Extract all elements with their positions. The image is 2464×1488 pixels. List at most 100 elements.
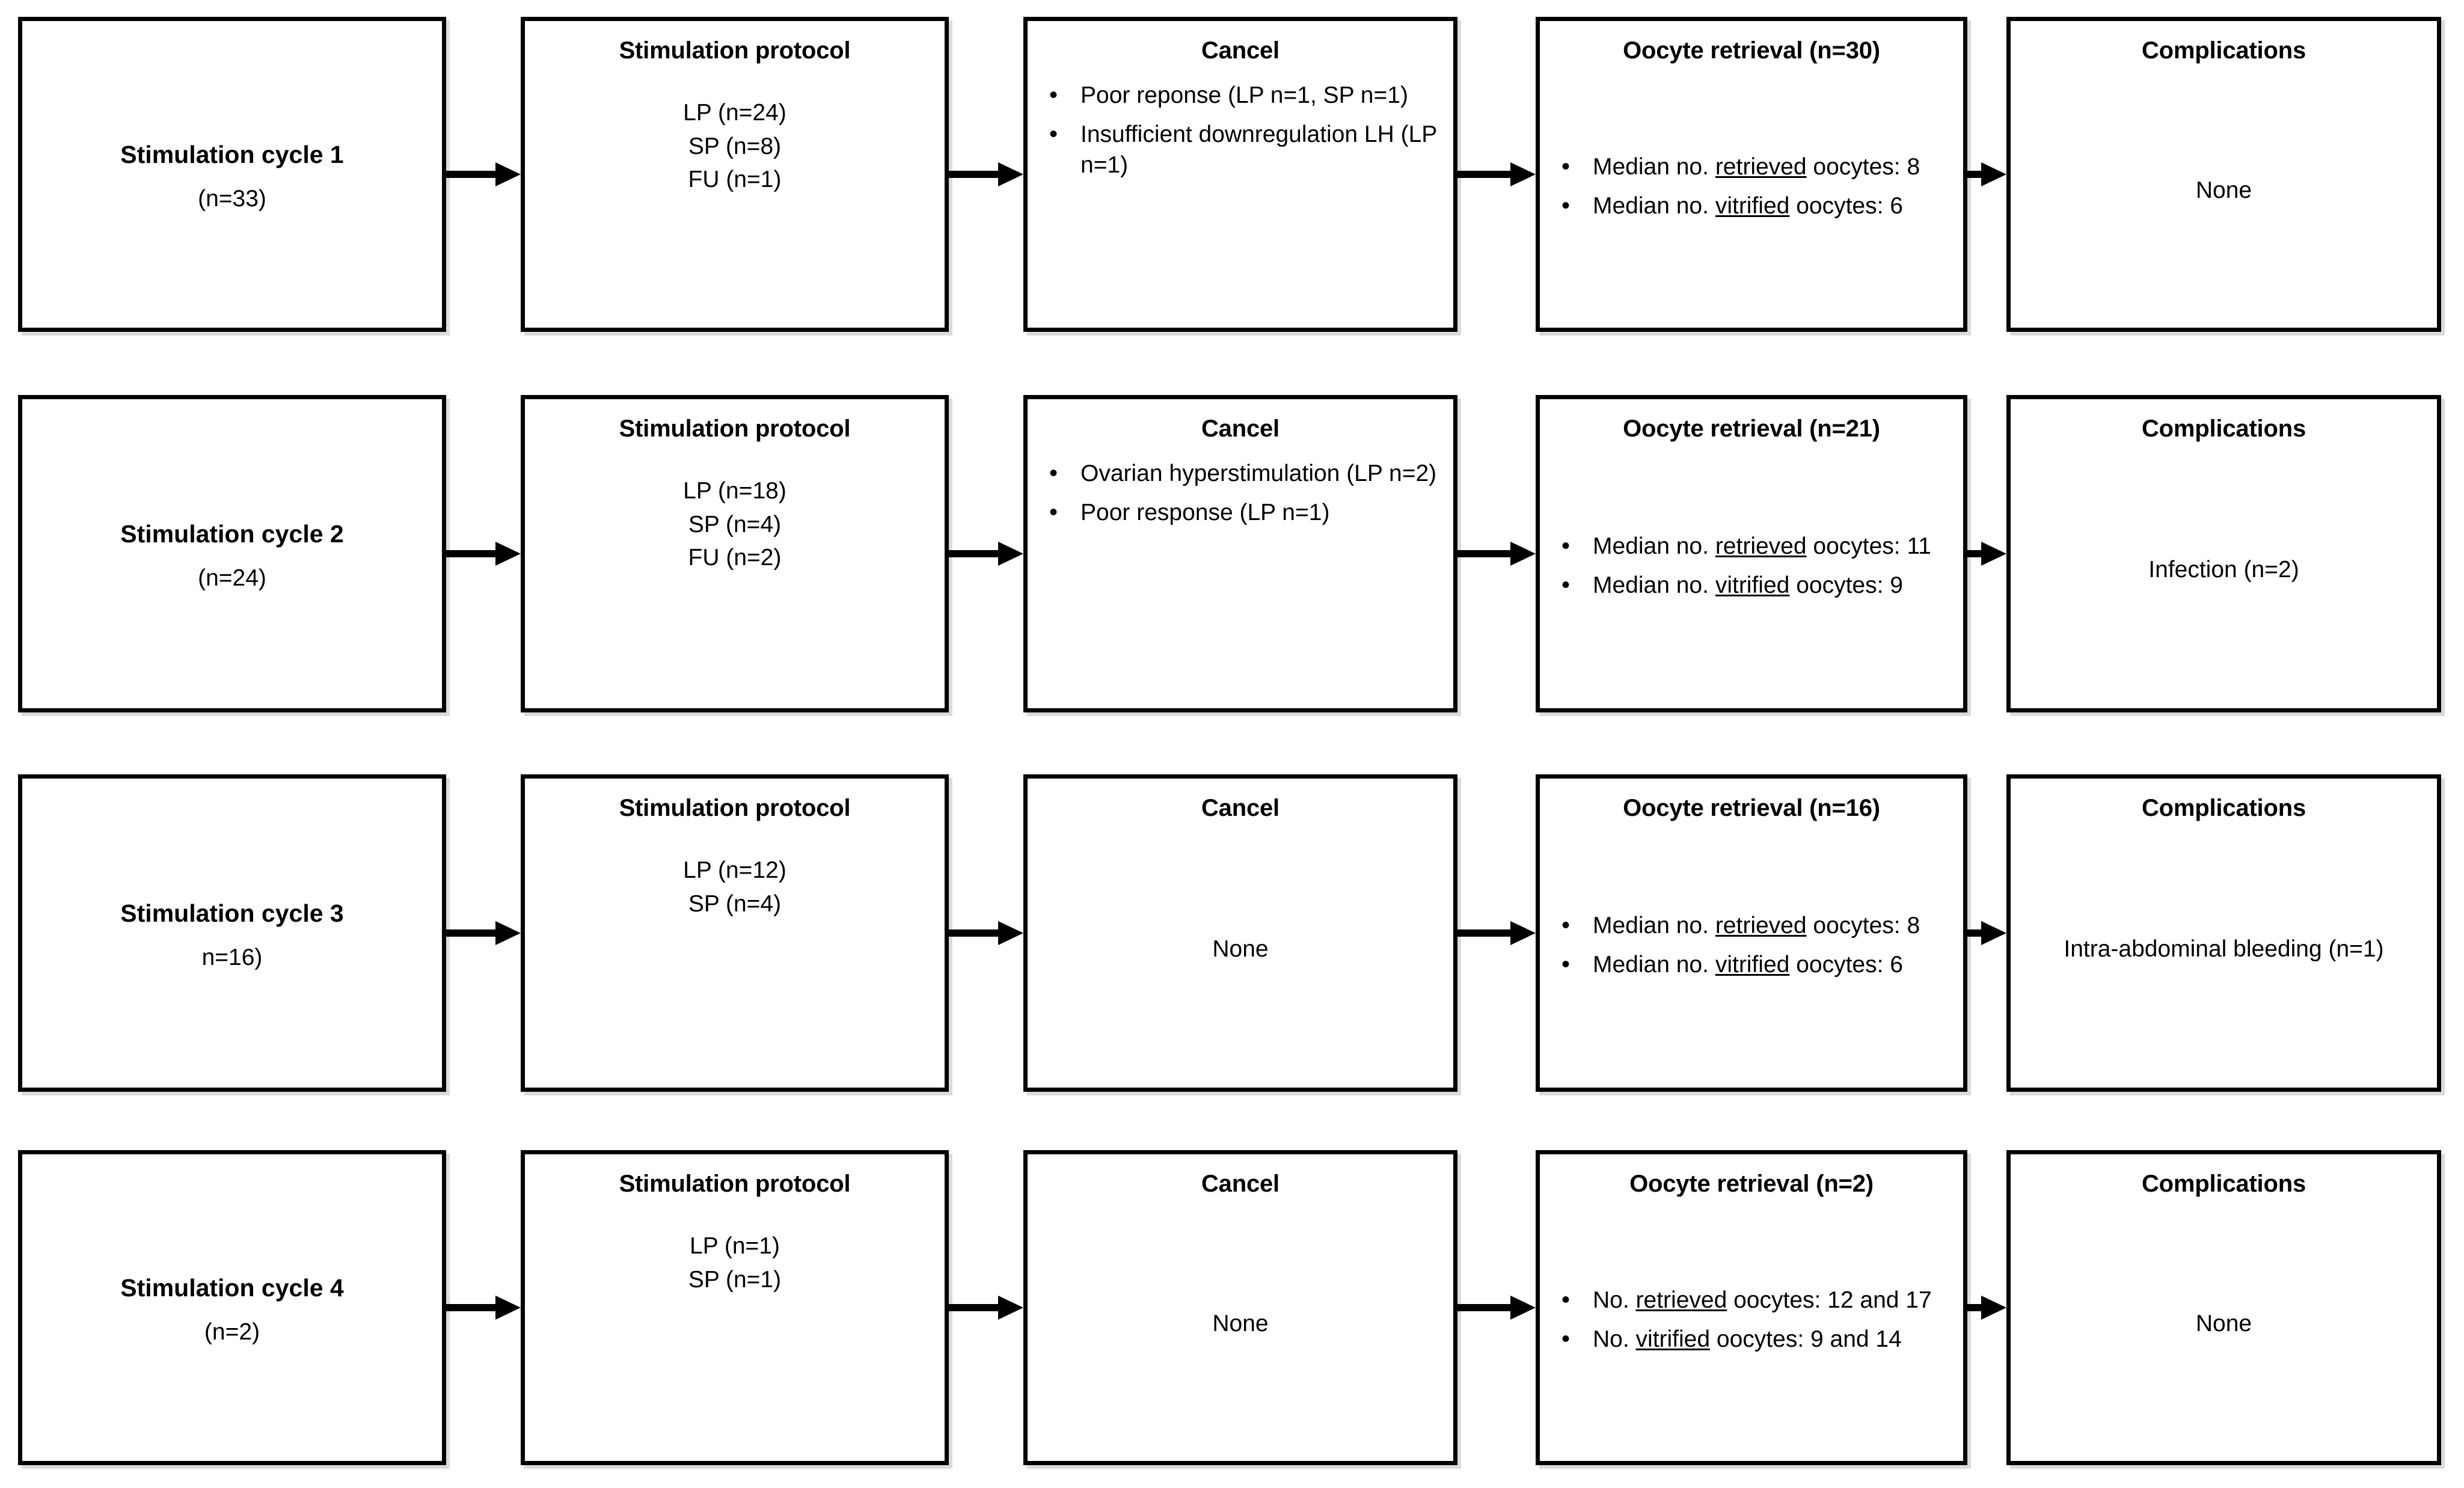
node-oocyte-retrieval: Oocyte retrieval (n=2)No. retrieved oocy… xyxy=(1536,1150,1967,1465)
bullet-text-post: oocytes: 9 xyxy=(1789,572,1903,598)
arrowhead-icon xyxy=(998,921,1023,945)
flow-arrow xyxy=(1967,921,2006,945)
flow-arrow xyxy=(446,162,521,186)
flow-arrow xyxy=(1967,162,2006,186)
flow-arrow xyxy=(949,1296,1023,1320)
protocol-lines: LP (n=12) SP (n=4) xyxy=(536,854,934,1077)
arrow-shaft xyxy=(1457,171,1513,178)
protocol-title: Stimulation protocol xyxy=(619,795,851,821)
complications-title: Complications xyxy=(2142,37,2306,64)
list-item: Poor response (LP n=1) xyxy=(1044,497,1440,528)
retrieval-title: Oocyte retrieval (n=21) xyxy=(1623,415,1880,442)
cancel-reasons-list: Ovarian hyperstimulation (LP n=2) Poor re… xyxy=(1038,458,1442,697)
node-stimulation-cycle: Stimulation cycle 4(n=2) xyxy=(18,1150,446,1465)
protocol-line: LP (n=12) xyxy=(683,857,786,884)
protocol-line: LP (n=1) xyxy=(690,1233,780,1260)
arrow-shaft xyxy=(1967,1304,1984,1311)
complications-value-wrap: None xyxy=(2021,1198,2426,1450)
complications-value: Infection (n=2) xyxy=(2148,557,2299,583)
flow-arrow xyxy=(1457,1296,1536,1320)
cycle-title: Stimulation cycle 2 xyxy=(120,520,344,548)
retrieval-stats-list: Median no. retrieved oocytes: 11Median n… xyxy=(1551,443,1952,697)
protocol-line: SP (n=4) xyxy=(688,890,782,917)
list-item: Ovarian hyperstimulation (LP n=2) xyxy=(1044,458,1440,489)
bullet-text-underlined: retrieved xyxy=(1635,1287,1727,1313)
cycle-text-wrap: Stimulation cycle 2 (n=24) xyxy=(33,415,431,697)
retrieval-stats-list: Median no. retrieved oocytes: 8Median no… xyxy=(1551,822,1952,1077)
bullet-text-pre: No. xyxy=(1593,1326,1636,1352)
list-item: Median no. retrieved oocytes: 11 xyxy=(1557,530,1950,562)
protocol-title: Stimulation protocol xyxy=(619,37,851,64)
complications-value-wrap: Infection (n=2) xyxy=(2021,443,2426,697)
protocol-line: SP (n=8) xyxy=(688,133,782,159)
cycle-count: (n=33) xyxy=(198,186,266,212)
cycle-count: (n=24) xyxy=(198,565,266,592)
bullet-text: Insufficient downregulation LH (LP n=1) xyxy=(1080,121,1437,178)
cancel-value-wrap: None xyxy=(1038,822,1442,1077)
flow-arrow xyxy=(446,921,521,945)
retrieval-title: Oocyte retrieval (n=2) xyxy=(1629,1171,1874,1197)
node-stimulation-cycle: Stimulation cycle 1 (n=33) xyxy=(18,17,446,332)
arrowhead-icon xyxy=(1981,921,2006,945)
bullet-text-underlined: vitrified xyxy=(1715,192,1790,219)
arrow-shaft xyxy=(1967,550,1984,557)
bullet-text-post: oocytes: 11 xyxy=(1806,533,1931,559)
node-oocyte-retrieval: Oocyte retrieval (n=30)Median no. retrie… xyxy=(1536,17,1967,332)
bullet-text: Ovarian hyperstimulation (LP n=2) xyxy=(1080,461,1437,487)
cycle-text-wrap: Stimulation cycle 1 (n=33) xyxy=(33,37,431,317)
node-oocyte-retrieval: Oocyte retrieval (n=16)Median no. retrie… xyxy=(1536,774,1967,1092)
arrow-shaft xyxy=(446,929,498,937)
protocol-lines: LP (n=1) SP (n=1) xyxy=(536,1229,934,1450)
bullet-text-pre: Median no. xyxy=(1593,533,1715,559)
cycle-title: Stimulation cycle 1 xyxy=(120,141,344,168)
cancel-title: Cancel xyxy=(1201,1171,1280,1197)
bullet-text-underlined: vitrified xyxy=(1715,951,1790,978)
retrieval-stats-list: Median no. retrieved oocytes: 8Median no… xyxy=(1551,65,1952,317)
bullet-text-underlined: vitrified xyxy=(1635,1326,1711,1352)
arrowhead-icon xyxy=(1981,542,2006,566)
cancel-value: None xyxy=(1212,1311,1269,1337)
bullet-text-underlined: retrieved xyxy=(1715,533,1807,559)
node-stimulation-protocol: Stimulation protocol LP (n=12) SP (n=4) xyxy=(521,774,949,1092)
node-oocyte-retrieval: Oocyte retrieval (n=21)Median no. retrie… xyxy=(1536,395,1967,712)
protocol-line: LP (n=18) xyxy=(683,478,786,504)
list-item: Median no. vitrified oocytes: 9 xyxy=(1557,569,1950,601)
arrow-shaft xyxy=(949,171,1001,178)
retrieval-title: Oocyte retrieval (n=30) xyxy=(1623,37,1880,64)
arrowhead-icon xyxy=(1510,921,1536,945)
cycle-title: Stimulation cycle 4 xyxy=(120,1274,344,1302)
complications-value-wrap: Intra-abdominal bleeding (n=1) xyxy=(2021,822,2426,1077)
node-stimulation-cycle: Stimulation cycle 2 (n=24) xyxy=(18,395,446,712)
protocol-line: SP (n=1) xyxy=(688,1266,782,1293)
flow-arrow xyxy=(949,921,1023,945)
arrow-shaft xyxy=(446,171,498,178)
list-item: Median no. retrieved oocytes: 8 xyxy=(1557,151,1950,183)
protocol-line: FU (n=1) xyxy=(688,166,782,192)
arrowhead-icon xyxy=(495,162,521,186)
cancel-reasons-list: Poor reponse (LP n=1, SP n=1)Insufficien… xyxy=(1038,79,1442,317)
complications-value-wrap: None xyxy=(2021,65,2426,317)
arrow-shaft xyxy=(446,1304,498,1311)
list-item: Insufficient downregulation LH (LP n=1) xyxy=(1044,118,1440,180)
arrow-shaft xyxy=(1457,1304,1513,1311)
arrowhead-icon xyxy=(998,542,1023,566)
arrowhead-icon xyxy=(495,1296,521,1320)
complications-value: None xyxy=(2195,1311,2252,1337)
arrowhead-icon xyxy=(998,1296,1023,1320)
bullet-text-pre: Median no. xyxy=(1593,153,1715,180)
flow-arrow xyxy=(1967,1296,2006,1320)
protocol-lines: LP (n=24)SP (n=8)FU (n=1) xyxy=(536,96,934,317)
cycle-count: n=16) xyxy=(201,945,263,971)
arrowhead-icon xyxy=(1981,1296,2006,1320)
flow-arrow xyxy=(949,162,1023,186)
arrow-shaft xyxy=(949,1304,1001,1311)
bullet-text-post: oocytes: 8 xyxy=(1806,912,1920,938)
flow-arrow xyxy=(1967,542,2006,566)
